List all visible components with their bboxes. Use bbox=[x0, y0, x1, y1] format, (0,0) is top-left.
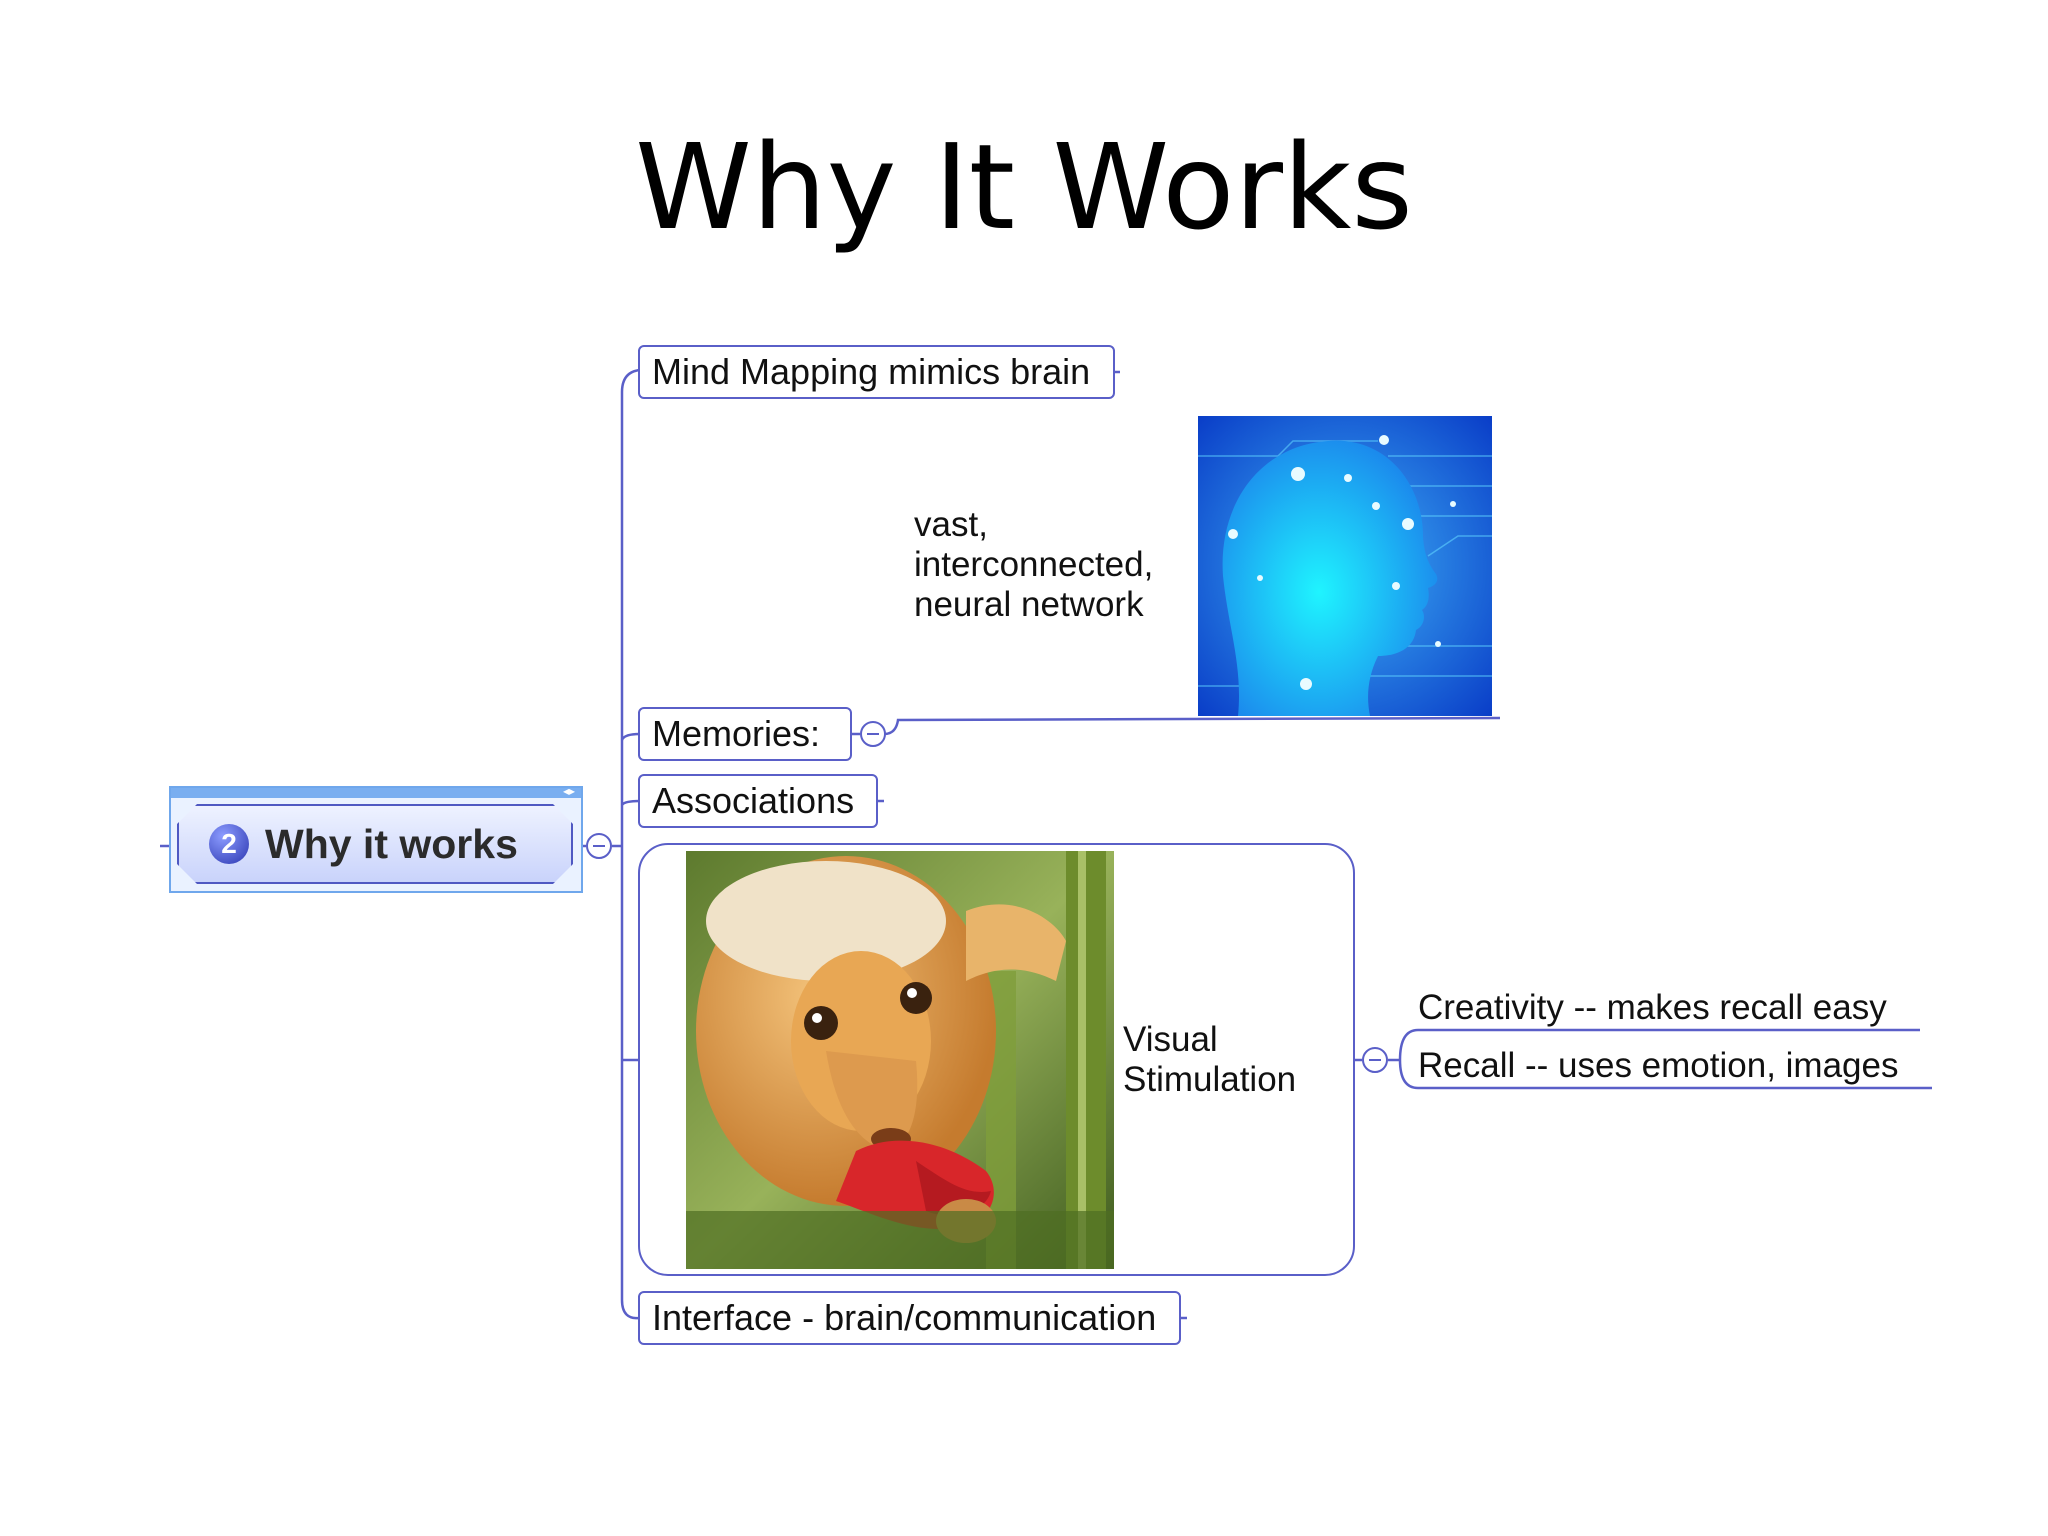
topic-number-badge: 2 bbox=[209, 824, 249, 864]
brain-network-image bbox=[1198, 416, 1492, 716]
visual-stimulation-label: Visual Stimulation bbox=[1123, 1020, 1296, 1100]
topic-associations[interactable]: Associations bbox=[638, 774, 878, 828]
root-topic[interactable]: 2 Why it works bbox=[177, 804, 573, 884]
memories-note: vast, interconnected, neural network bbox=[914, 505, 1153, 625]
resize-grip-icon[interactable]: ◂▸ bbox=[562, 784, 575, 798]
memories-note-line-1: vast, bbox=[914, 505, 988, 544]
memories-note-line-3: neural network bbox=[914, 585, 1144, 624]
slide-title: Why It Works bbox=[635, 118, 1413, 256]
root-topic-selection[interactable]: ◂▸ 2 Why it works bbox=[169, 784, 583, 893]
cuscus-icon bbox=[686, 851, 1114, 1269]
topic-memories[interactable]: Memories: bbox=[638, 707, 852, 761]
memories-collapse-icon[interactable] bbox=[860, 721, 886, 747]
selection-handle[interactable]: ◂▸ bbox=[171, 784, 581, 798]
topic-mind-mapping[interactable]: Mind Mapping mimics brain bbox=[638, 345, 1115, 399]
head-icon bbox=[1198, 416, 1492, 716]
topic-interface-label: Interface - brain/communication bbox=[652, 1297, 1157, 1338]
topic-creativity[interactable]: Creativity -- makes recall easy bbox=[1418, 988, 1887, 1027]
topic-associations-label: Associations bbox=[652, 780, 855, 821]
animal-photo bbox=[686, 851, 1114, 1269]
memories-note-line-2: interconnected, bbox=[914, 545, 1154, 584]
visual-stimulation-line-1: Visual bbox=[1123, 1020, 1218, 1059]
root-topic-label: Why it works bbox=[265, 820, 518, 867]
topic-memories-label: Memories: bbox=[652, 713, 821, 754]
visual-stimulation-line-2: Stimulation bbox=[1123, 1060, 1297, 1099]
topic-interface[interactable]: Interface - brain/communication bbox=[638, 1291, 1181, 1345]
topic-recall[interactable]: Recall -- uses emotion, images bbox=[1418, 1046, 1899, 1085]
visual-collapse-icon[interactable] bbox=[1362, 1047, 1388, 1073]
topic-mind-mapping-label: Mind Mapping mimics brain bbox=[652, 351, 1091, 392]
root-collapse-icon[interactable] bbox=[586, 833, 612, 859]
